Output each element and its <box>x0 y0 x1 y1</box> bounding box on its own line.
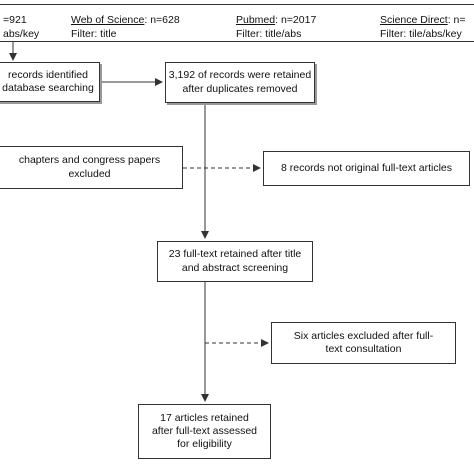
source-name: Pubmed <box>236 14 276 26</box>
source-count: 921 <box>9 14 27 26</box>
box-abstract-screening: 23 full-text retained after title and ab… <box>157 241 313 282</box>
source-count: n=628 <box>150 14 180 26</box>
sources-header-box <box>0 4 474 42</box>
source-filter: abs/key <box>3 28 40 41</box>
source-web-of-science: Web of Science: n=628 Filter: title <box>71 14 180 41</box>
source-science-direct: Science Direct: n= Filter: tile/abs/key <box>380 14 466 41</box>
source-filter: Filter: tile/abs/key <box>380 28 462 41</box>
box-chapters-excluded: chapters and congress papers excluded <box>0 146 183 189</box>
box-records-identified: records identified database searching <box>0 62 100 102</box>
box-six-excluded: Six articles excluded after full- text c… <box>271 322 456 364</box>
source-count: n=2017 <box>280 14 317 26</box>
box-final-retained: 17 articles retained after full-text ass… <box>138 404 271 459</box>
source-pubmed: Pubmed: n=2017 Filter: title/abs <box>236 14 317 41</box>
source-filter: Filter: title/abs <box>236 28 302 41</box>
source-name: Web of Science <box>71 14 145 26</box>
box-records-retained: 3,192 of records were retained after dup… <box>165 62 315 103</box>
box-not-original: 8 records not original full-text article… <box>263 151 470 186</box>
source-filter: Filter: title <box>71 28 117 41</box>
source-scopus: =921 abs/key <box>3 14 40 41</box>
source-name: Science Direct <box>380 14 448 26</box>
source-count: n= <box>453 14 466 26</box>
